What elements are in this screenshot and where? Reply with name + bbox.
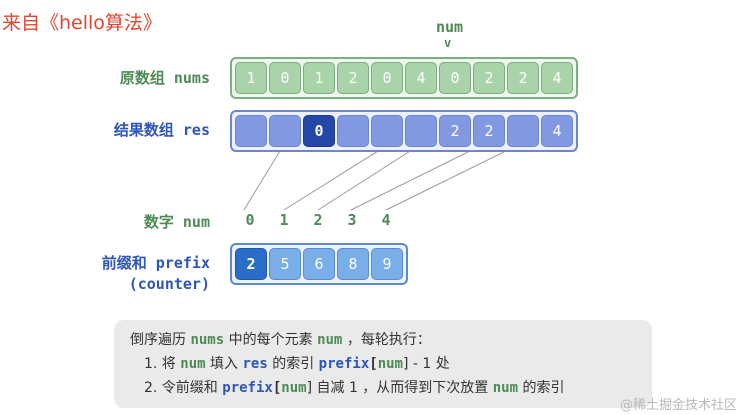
original-array-cell: 0 (269, 62, 301, 94)
prefix-array-cell: 6 (303, 248, 335, 280)
prefix-array-cell: 2 (235, 248, 267, 280)
pointer-arrow-icon: v (444, 36, 452, 50)
original-array-cell: 1 (235, 62, 267, 94)
watermark: @稀土掘金技术社区 (619, 398, 737, 413)
source-caption: 来自《hello算法》 (2, 12, 162, 34)
original-array-cell: 2 (507, 62, 539, 94)
original-array-cell: 2 (473, 62, 505, 94)
note-line-3: 2. 令前缀和 prefix[num] 自减 1 ，从而得到下次放置 num 的… (144, 380, 565, 396)
result-array-label: 结果数组 res (113, 121, 210, 139)
result-array-cell (337, 115, 369, 147)
original-array-cell: 2 (337, 62, 369, 94)
original-array-cell: 4 (541, 62, 573, 94)
result-array-cell: 0 (303, 115, 335, 147)
mapping-line (283, 145, 387, 211)
result-array-cell (371, 115, 403, 147)
prefix-array-cell: 8 (337, 248, 369, 280)
result-array-cell (235, 115, 267, 147)
digit-label: 3 (347, 211, 357, 229)
digit-label: 0 (245, 211, 255, 229)
digit-label: 2 (313, 211, 323, 229)
result-array-cell (269, 115, 301, 147)
mapping-line (317, 145, 419, 211)
original-array-cell: 1 (303, 62, 335, 94)
result-array-cell: 4 (541, 115, 573, 147)
original-array-label: 原数组 nums (119, 69, 210, 87)
result-array-cell (405, 115, 437, 147)
pointer-label: num (436, 18, 464, 36)
original-array-cell: 4 (405, 62, 437, 94)
prefix-array-cell: 9 (371, 248, 403, 280)
result-array-cell (507, 115, 539, 147)
original-array-cell: 0 (439, 62, 471, 94)
note-line-2: 1. 将 num 填入 res 的索引 prefix[num] - 1 处 (144, 356, 450, 372)
original-array-cell: 0 (371, 62, 403, 94)
mapping-line (350, 145, 481, 211)
instruction-note: 倒序遍历 nums 中的每个元素 num ，每轮执行： 1. 将 num 填入 … (114, 320, 652, 408)
result-array-cell: 2 (473, 115, 505, 147)
digit-label: 4 (381, 211, 391, 229)
mapping-line (385, 145, 517, 211)
digits-label: 数字 num (143, 213, 210, 231)
mapping-line (243, 145, 284, 211)
prefix-label: 前缀和 prefix (101, 254, 210, 272)
prefix-label-counter: (counter) (128, 275, 210, 293)
digit-label: 1 (279, 211, 289, 229)
digit-row: 0 1 2 3 4 (240, 211, 396, 229)
prefix-array-cell: 5 (269, 248, 301, 280)
result-array-cell: 2 (439, 115, 471, 147)
note-line-1: 倒序遍历 nums 中的每个元素 num ，每轮执行： (130, 332, 431, 348)
